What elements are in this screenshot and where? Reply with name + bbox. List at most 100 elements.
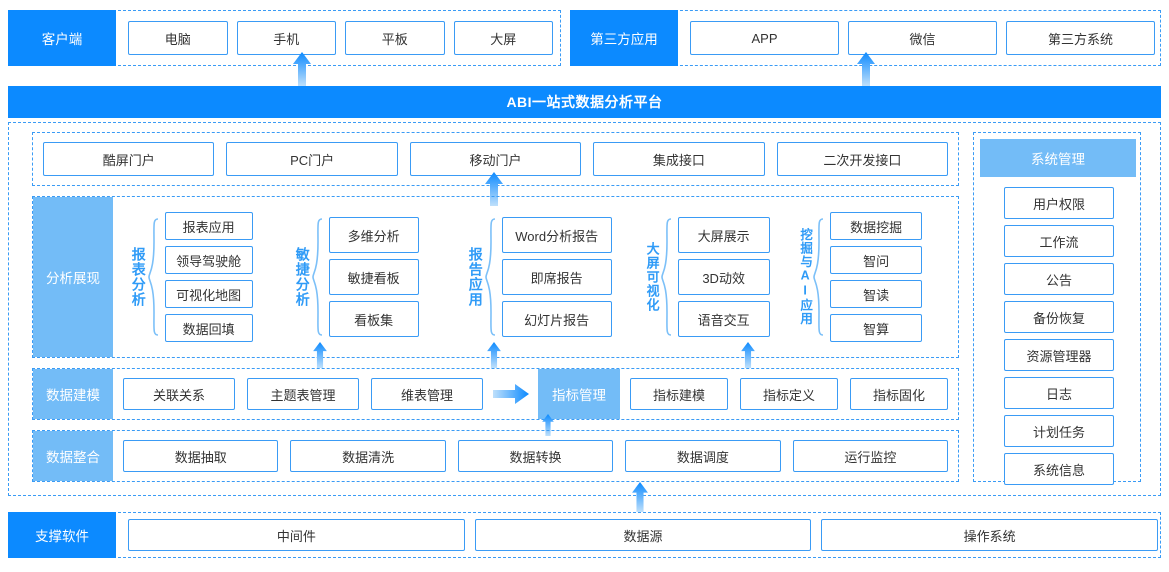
arrow-up-to-analysis-right — [741, 342, 755, 368]
support-software-items: 中间件 数据源 操作系统 — [128, 512, 1159, 558]
analysis-item-exec-cockpit[interactable]: 领导驾驶舱 — [164, 246, 253, 274]
client-item-phone[interactable]: 手机 — [236, 21, 336, 55]
arrow-up-to-third-party — [857, 52, 875, 86]
analysis-group-agile-label: 敏捷分析 — [294, 247, 311, 307]
analysis-item-3d-effect[interactable]: 3D动效 — [677, 259, 770, 295]
client-layer-row: 客户端 电脑 手机 平板 大屏 — [8, 10, 561, 66]
analysis-group-report-app-label: 报告应用 — [467, 247, 484, 307]
analysis-item-data-fillback[interactable]: 数据回填 — [164, 314, 253, 342]
portal-item-mobile[interactable]: 移动门户 — [409, 142, 582, 176]
data-integration-row: 数据整合 数据抽取 数据清洗 数据转换 数据调度 运行监控 — [32, 430, 959, 482]
analysis-item-data-mining[interactable]: 数据挖掘 — [830, 212, 923, 240]
sysmgmt-item-announcement[interactable]: 公告 — [1004, 263, 1114, 295]
sysmgmt-item-user-permission[interactable]: 用户权限 — [1004, 187, 1114, 219]
analysis-item-word-report[interactable]: Word分析报告 — [501, 217, 612, 253]
client-item-pc[interactable]: 电脑 — [128, 21, 228, 55]
metric-item-modeling[interactable]: 指标建模 — [630, 378, 728, 410]
analysis-group-bigscreen-label: 大屏可视化 — [644, 242, 660, 312]
analysis-item-smart-calc[interactable]: 智算 — [830, 314, 923, 342]
model-item-relation[interactable]: 关联关系 — [123, 378, 235, 410]
support-software-row: 支撑软件 中间件 数据源 操作系统 — [8, 512, 1161, 558]
sysmgmt-item-system-info[interactable]: 系统信息 — [1004, 453, 1114, 485]
analysis-item-voice-interaction[interactable]: 语音交互 — [677, 301, 770, 337]
arrow-up-to-portal — [485, 172, 503, 206]
portal-item-pc[interactable]: PC门户 — [226, 142, 398, 176]
platform-title-bar: ABI一站式数据分析平台 — [8, 86, 1161, 118]
integration-item-clean[interactable]: 数据清洗 — [290, 440, 446, 472]
model-item-subject-table[interactable]: 主题表管理 — [247, 378, 359, 410]
data-modeling-label: 数据建模 — [33, 369, 113, 419]
metric-management-label: 指标管理 — [538, 369, 620, 419]
third-party-item-system[interactable]: 第三方系统 — [1006, 21, 1155, 55]
sysmgmt-item-workflow[interactable]: 工作流 — [1004, 225, 1114, 257]
third-party-item-app[interactable]: APP — [690, 21, 839, 55]
integration-item-transform[interactable]: 数据转换 — [457, 440, 614, 472]
portal-item-dev-api[interactable]: 二次开发接口 — [776, 142, 949, 176]
analysis-group-agile: 敏捷分析 多维分析 敏捷看板 看板集 — [295, 207, 419, 347]
analysis-item-multidim[interactable]: 多维分析 — [328, 217, 419, 253]
platform-outer-frame — [8, 122, 1161, 496]
analysis-item-smart-read[interactable]: 智读 — [830, 280, 923, 308]
client-layer-items: 电脑 手机 平板 大屏 — [128, 10, 553, 66]
portal-item-coolscreen[interactable]: 酷屏门户 — [43, 142, 215, 176]
brace-icon — [813, 218, 824, 336]
analysis-item-board-set[interactable]: 看板集 — [328, 301, 419, 337]
sysmgmt-item-scheduled-task[interactable]: 计划任务 — [1004, 415, 1114, 447]
integration-item-schedule[interactable]: 数据调度 — [625, 440, 781, 472]
data-modeling-row: 数据建模 关联关系 主题表管理 维表管理 指标管理 指标建模 指标定义 指标固化 — [32, 368, 959, 420]
analysis-group-report-items: 报表应用 领导驾驶舱 可视化地图 数据回填 — [164, 212, 253, 342]
third-party-item-wechat[interactable]: 微信 — [848, 21, 997, 55]
brace-icon — [660, 218, 672, 336]
analysis-group-report: 报表分析 报表应用 领导驾驶舱 可视化地图 数据回填 — [131, 207, 253, 347]
portal-items: 酷屏门户 PC门户 移动门户 集成接口 二次开发接口 — [43, 133, 949, 185]
arrow-right-to-metric — [493, 384, 529, 404]
arrow-up-to-client — [293, 52, 311, 86]
analysis-group-mining-ai-label: 挖掘与AI应用 — [798, 228, 813, 326]
arrow-up-to-analysis-left — [313, 342, 327, 368]
model-item-dimension-table[interactable]: 维表管理 — [371, 378, 483, 410]
analysis-group-mining-ai-items: 数据挖掘 智问 智读 智算 — [830, 212, 923, 342]
sysmgmt-item-backup-restore[interactable]: 备份恢复 — [1004, 301, 1114, 333]
arrow-up-to-metric — [542, 414, 554, 436]
analysis-item-bigscreen-display[interactable]: 大屏展示 — [677, 217, 770, 253]
portal-item-integration-api[interactable]: 集成接口 — [593, 142, 765, 176]
analysis-item-visual-map[interactable]: 可视化地图 — [164, 280, 253, 308]
support-item-middleware[interactable]: 中间件 — [128, 519, 465, 551]
analysis-group-report-app: 报告应用 Word分析报告 即席报告 幻灯片报告 — [468, 207, 612, 347]
system-management-items: 用户权限 工作流 公告 备份恢复 资源管理器 日志 计划任务 系统信息 — [1004, 187, 1114, 485]
analysis-group-bigscreen-items: 大屏展示 3D动效 语音交互 — [677, 217, 770, 337]
client-layer-label: 客户端 — [8, 10, 116, 66]
client-item-bigscreen[interactable]: 大屏 — [453, 21, 553, 55]
sysmgmt-item-resource-manager[interactable]: 资源管理器 — [1004, 339, 1114, 371]
system-management-label: 系统管理 — [980, 139, 1136, 177]
arrow-up-to-analysis-mid — [487, 342, 501, 368]
analysis-item-agile-board[interactable]: 敏捷看板 — [328, 259, 419, 295]
analysis-group-bigscreen: 大屏可视化 大屏展示 3D动效 语音交互 — [645, 207, 770, 347]
analysis-item-smart-ask[interactable]: 智问 — [830, 246, 923, 274]
analysis-item-report-app[interactable]: 报表应用 — [164, 212, 253, 240]
brace-icon — [484, 218, 496, 336]
data-integration-label: 数据整合 — [33, 431, 113, 481]
metric-item-definition[interactable]: 指标定义 — [740, 378, 838, 410]
integration-item-monitor[interactable]: 运行监控 — [792, 440, 949, 472]
integration-item-extract[interactable]: 数据抽取 — [123, 440, 279, 472]
data-integration-items: 数据抽取 数据清洗 数据转换 数据调度 运行监控 — [123, 431, 949, 481]
sysmgmt-item-log[interactable]: 日志 — [1004, 377, 1114, 409]
analysis-group-mining-ai: 挖掘与AI应用 数据挖掘 智问 智读 智算 — [798, 207, 923, 347]
analysis-row: 分析展现 报表分析 报表应用 领导驾驶舱 可视化地图 数据回填 敏捷分析 多维分… — [32, 196, 959, 358]
system-management-panel: 系统管理 用户权限 工作流 公告 备份恢复 资源管理器 日志 计划任务 系统信息 — [973, 132, 1141, 485]
analysis-item-adhoc-report[interactable]: 即席报告 — [501, 259, 612, 295]
data-modeling-items: 关联关系 主题表管理 维表管理 — [123, 369, 483, 419]
third-party-layer-row: 第三方应用 APP 微信 第三方系统 — [570, 10, 1161, 66]
metric-item-solidify[interactable]: 指标固化 — [850, 378, 948, 410]
third-party-label: 第三方应用 — [570, 10, 678, 66]
analysis-item-slide-report[interactable]: 幻灯片报告 — [501, 301, 612, 337]
portal-row: 酷屏门户 PC门户 移动门户 集成接口 二次开发接口 — [32, 132, 959, 186]
client-item-tablet[interactable]: 平板 — [345, 21, 445, 55]
third-party-items: APP 微信 第三方系统 — [690, 10, 1155, 66]
support-item-datasource[interactable]: 数据源 — [474, 519, 812, 551]
support-item-os[interactable]: 操作系统 — [821, 519, 1159, 551]
analysis-group-report-app-items: Word分析报告 即席报告 幻灯片报告 — [501, 217, 612, 337]
support-software-label: 支撑软件 — [8, 512, 116, 558]
